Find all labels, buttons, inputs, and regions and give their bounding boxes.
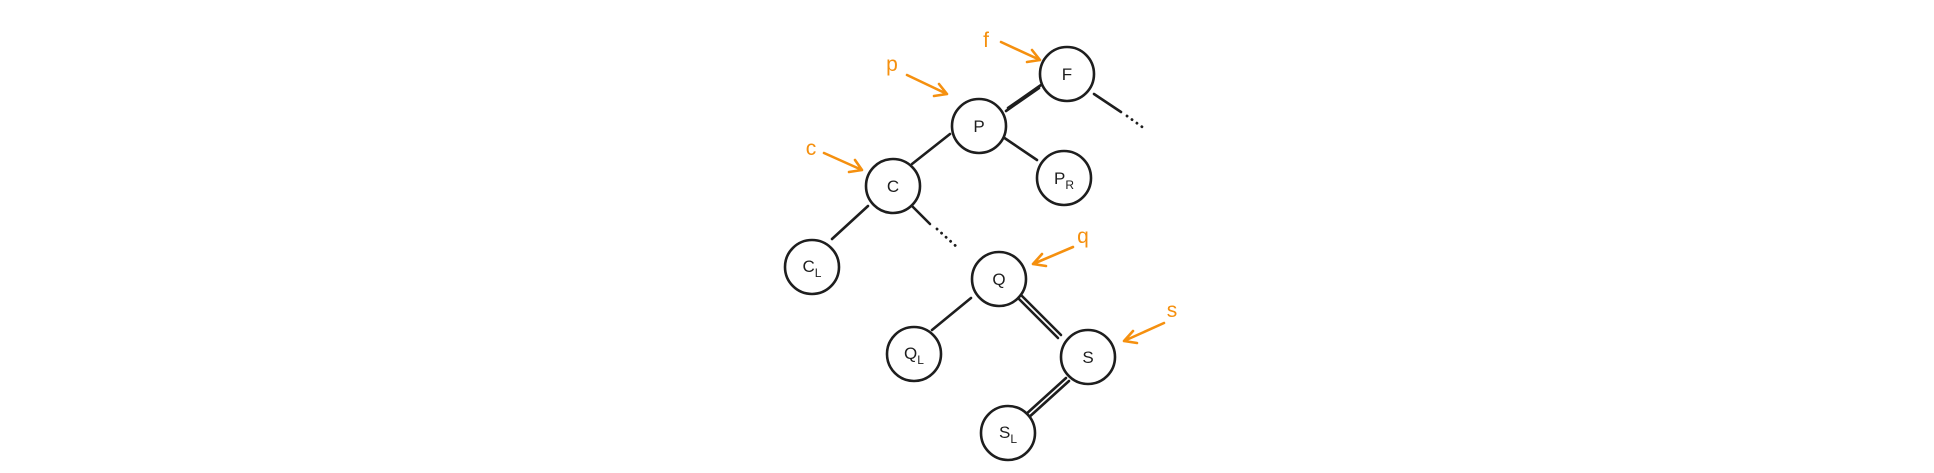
edge-Q-QL — [930, 296, 973, 332]
pointer-s: s — [1122, 299, 1178, 345]
pointer-c-label: c — [806, 137, 817, 160]
edge-S-SL — [1022, 376, 1068, 418]
node-Q-label: Q — [992, 270, 1005, 289]
pointer-p-label: p — [886, 53, 898, 76]
edge-C-Q-solid — [910, 204, 932, 226]
pointer-f-arrow-icon — [999, 40, 1042, 64]
edge-Q-S — [1016, 296, 1060, 340]
edge-F-P — [1004, 86, 1041, 113]
node-F-label: F — [1062, 65, 1072, 84]
node-P: P — [950, 97, 1008, 155]
edge-F-continuation — [1092, 92, 1123, 114]
pointer-p-arrow-icon — [905, 73, 949, 98]
pointer-c-arrow-icon — [822, 151, 864, 174]
node-C-L: CL — [783, 238, 841, 296]
node-Q-L-subscript: L — [917, 353, 924, 367]
edge-Q-S-doubled — [1019, 293, 1063, 337]
edge-C-CL — [830, 204, 870, 241]
node-C-L-label: CL — [803, 257, 822, 280]
node-P-label: P — [973, 117, 984, 136]
node-P-R-subscript: R — [1065, 178, 1074, 192]
node-S: S — [1059, 328, 1117, 386]
node-C-label: C — [887, 177, 899, 196]
edge-F-continuation-dots — [1125, 114, 1147, 131]
pointer-s-arrow-icon — [1122, 321, 1166, 345]
node-P-R-label: PR — [1054, 169, 1074, 192]
node-F: F — [1038, 45, 1096, 103]
node-Q: Q — [970, 250, 1028, 308]
node-P-R: PR — [1035, 149, 1093, 207]
pointer-f-label: f — [983, 29, 989, 52]
node-C: C — [864, 157, 922, 215]
pointer-f: f — [983, 29, 1042, 64]
node-Q-L: QL — [885, 325, 943, 383]
node-Q-L-label: QL — [904, 344, 924, 367]
pointer-p: p — [886, 53, 949, 98]
tree-edges — [830, 83, 1147, 421]
node-S-L-subscript: L — [1010, 432, 1017, 446]
edge-P-PR — [1001, 135, 1039, 162]
pointer-q-label: q — [1077, 225, 1089, 248]
edge-C-Q-dots — [935, 227, 960, 250]
node-S-L-label: SL — [999, 423, 1017, 446]
edge-P-C — [910, 132, 952, 166]
node-C-L-subscript: L — [815, 266, 822, 280]
pointer-c: c — [806, 137, 864, 174]
pointer-q-arrow-icon — [1031, 245, 1075, 268]
pointer-q: q — [1031, 225, 1089, 268]
node-S-label: S — [1082, 348, 1093, 367]
pointer-s-label: s — [1167, 299, 1178, 322]
node-S-L: SL — [979, 404, 1037, 462]
edge-S-SL-doubled — [1025, 379, 1071, 421]
edge-F-P-doubled — [1006, 83, 1043, 110]
